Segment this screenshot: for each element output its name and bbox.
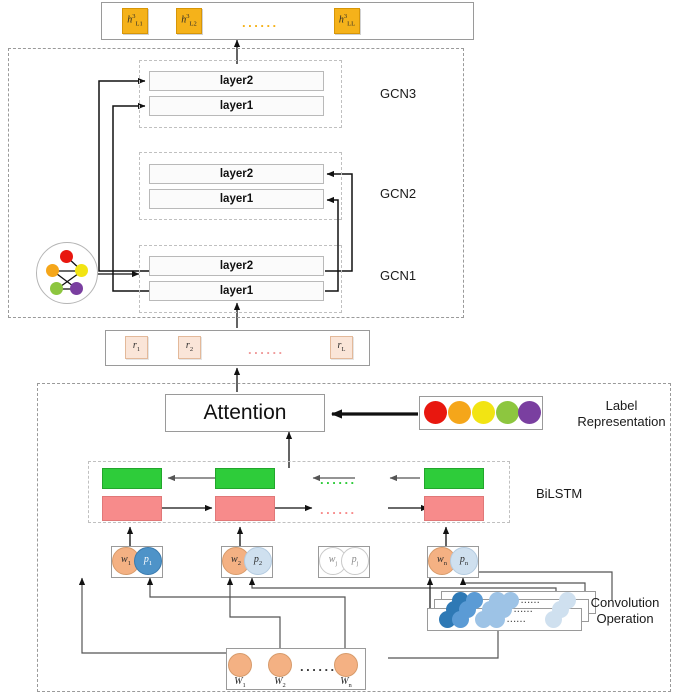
convolution-caption-line1: Convolution xyxy=(590,594,660,610)
pos-embedding-pn: pn xyxy=(450,547,478,575)
bilstm-forward-cell-1 xyxy=(102,496,162,521)
bilstm-forward-cell-2 xyxy=(215,496,275,521)
output-label-h-L1: h3L1 xyxy=(127,13,143,28)
label-rep-caption-line1: Label xyxy=(605,397,638,413)
label-dot-yellow xyxy=(472,401,495,424)
pos-embedding-pj-label: pj xyxy=(351,553,359,567)
feature-label-rL: rL xyxy=(337,340,346,354)
gcn3-layer1-label: layer1 xyxy=(219,100,254,112)
output-box-h-LL: h3LL xyxy=(334,8,360,34)
gcn1-label: GCN1 xyxy=(380,268,417,283)
conv-dot-e3 xyxy=(545,611,562,628)
gcn1-layer1[interactable]: layer1 xyxy=(149,281,324,301)
attention-box[interactable]: Attention xyxy=(165,394,325,432)
graph-node-red xyxy=(60,250,73,263)
gcn2-layer2-label: layer2 xyxy=(219,168,254,180)
gcn1-layer2-label: layer2 xyxy=(219,260,254,272)
feature-label-r1: r1 xyxy=(132,340,141,354)
gcn3-layer1[interactable]: layer1 xyxy=(149,96,324,116)
conv-dot-d3 xyxy=(488,611,505,628)
bilstm-label: BiLSTM xyxy=(536,486,583,501)
gcn3-label: GCN3 xyxy=(380,86,417,101)
output-box-h-L1: h3L1 xyxy=(122,8,148,34)
label-representation-caption: Label Representation xyxy=(564,398,679,430)
output-label-h-L2: h3L2 xyxy=(181,13,197,28)
gcn1-layer2[interactable]: layer2 xyxy=(149,256,324,276)
conv-ellipsis-row3: ...... xyxy=(521,596,541,605)
bilstm-backward-ellipsis: ...... xyxy=(320,472,357,487)
feature-box-rL: rL xyxy=(330,336,353,359)
convolution-caption: Convolution Operation xyxy=(570,595,680,627)
word-embedding-w2-label: w2 xyxy=(231,553,241,567)
conv-dot-b3 xyxy=(452,611,469,628)
bilstm-forward-ellipsis: ...... xyxy=(320,502,357,517)
feature-label-r2: r2 xyxy=(185,340,194,354)
gcn3-container xyxy=(139,60,342,128)
gcn-section-container xyxy=(8,48,464,318)
output-label-h-LL: h3LL xyxy=(338,13,356,28)
bilstm-backward-cell-n xyxy=(424,468,484,489)
pos-embedding-p1-label: p1 xyxy=(143,553,153,567)
label-dot-purple xyxy=(518,401,541,424)
pos-embedding-pj: pj xyxy=(341,547,369,575)
input-word-Wn xyxy=(334,653,358,677)
feature-box-r2: r2 xyxy=(178,336,201,359)
bilstm-backward-cell-2 xyxy=(215,468,275,489)
pos-embedding-p2: p2 xyxy=(244,547,272,575)
input-word-W1 xyxy=(228,653,252,677)
gcn1-container xyxy=(139,245,342,313)
label-dot-green xyxy=(496,401,519,424)
gcn2-layer2[interactable]: layer2 xyxy=(149,164,324,184)
input-ellipsis: ...... xyxy=(300,659,337,674)
word-embedding-w1-label: w1 xyxy=(121,553,131,567)
gcn2-label: GCN2 xyxy=(380,186,417,201)
conv-dot-a3 xyxy=(439,611,456,628)
gcn3-layer2-label: layer2 xyxy=(219,75,254,87)
input-word-W2-label: W2 xyxy=(274,675,286,689)
output-ellipsis: ...... xyxy=(242,15,279,30)
conv-ellipsis-row1: ...... xyxy=(507,615,527,624)
word-embedding-wn-label: wn xyxy=(437,553,447,567)
graph-node-purple xyxy=(70,282,83,295)
feature-box-r1: r1 xyxy=(125,336,148,359)
gcn2-layer1-label: layer1 xyxy=(219,193,254,205)
graph-node-yellow xyxy=(75,264,88,277)
gcn1-layer1-label: layer1 xyxy=(219,285,254,297)
feature-row-container xyxy=(105,330,370,366)
graph-node-orange xyxy=(46,264,59,277)
label-dot-red xyxy=(424,401,447,424)
gcn2-container xyxy=(139,152,342,220)
input-word-W1-label: W1 xyxy=(234,675,246,689)
label-graph xyxy=(36,242,98,304)
gcn2-layer1[interactable]: layer1 xyxy=(149,189,324,209)
input-word-Wn-label: Wn xyxy=(340,675,352,689)
input-word-W2 xyxy=(268,653,292,677)
attention-label: Attention xyxy=(203,401,287,424)
bilstm-forward-cell-n xyxy=(424,496,484,521)
gcn3-layer2[interactable]: layer2 xyxy=(149,71,324,91)
output-row-container xyxy=(101,2,474,40)
label-rep-caption-line2: Representation xyxy=(577,414,666,429)
conv-ellipsis-row2: ...... xyxy=(514,605,534,614)
pos-embedding-p1: p1 xyxy=(134,547,162,575)
feature-ellipsis: ...... xyxy=(248,342,285,357)
conv-dot-c3 xyxy=(475,611,492,628)
word-embedding-wj-label: wj xyxy=(328,553,338,567)
pos-embedding-p2-label: p2 xyxy=(253,553,263,567)
graph-node-green xyxy=(50,282,63,295)
convolution-caption-line2: Operation xyxy=(596,611,654,626)
pos-embedding-pn-label: pn xyxy=(459,553,469,567)
output-box-h-L2: h3L2 xyxy=(176,8,202,34)
bilstm-container xyxy=(88,461,510,523)
label-dot-orange xyxy=(448,401,471,424)
bilstm-backward-cell-1 xyxy=(102,468,162,489)
